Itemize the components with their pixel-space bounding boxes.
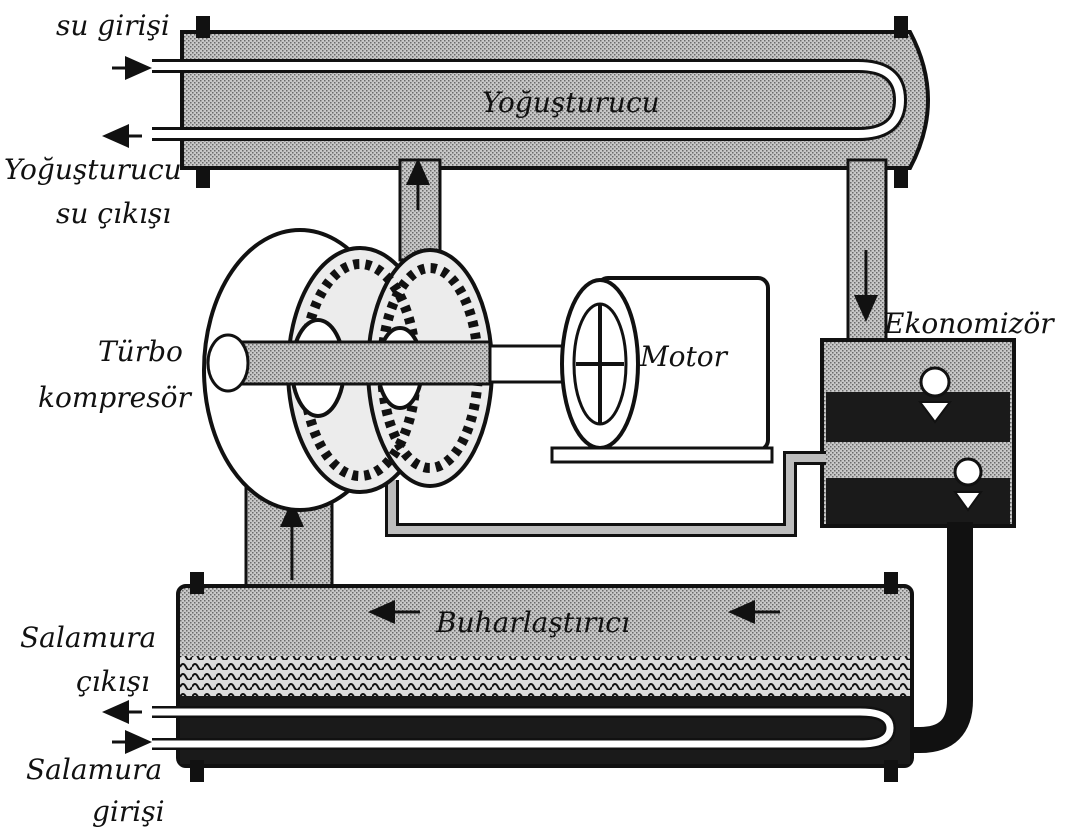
motor xyxy=(550,276,774,464)
condenser-water-out-label-line1: Yoğuşturucu xyxy=(4,153,182,186)
economizer-label: Ekonomizör xyxy=(884,307,1054,340)
brine-out-label-line1: Salamura xyxy=(20,621,157,654)
shaft xyxy=(488,344,572,384)
liquid-line-to-evaporator xyxy=(905,522,973,753)
motor-label: Motor xyxy=(639,340,729,373)
condenser-water-out-label-line2: su çıkışı xyxy=(56,197,172,230)
brine-in-label-line2: girişi xyxy=(92,795,165,828)
water-in-label: su girişi xyxy=(56,9,170,42)
evaporator-shell xyxy=(176,572,914,782)
brine-in-label-line1: Salamura xyxy=(26,753,163,786)
turbo-label-line2: kompresör xyxy=(38,381,191,414)
evaporator-label: Buharlaştırıcı xyxy=(435,606,630,639)
economizer xyxy=(820,338,1016,528)
discharge-pipe xyxy=(398,158,442,262)
brine-out-label-line2: çıkışı xyxy=(76,665,150,698)
condenser-label: Yoğuşturucu xyxy=(482,86,660,119)
turbo-compressor xyxy=(202,228,494,512)
turbo-label-line1: Türbo xyxy=(98,335,183,368)
